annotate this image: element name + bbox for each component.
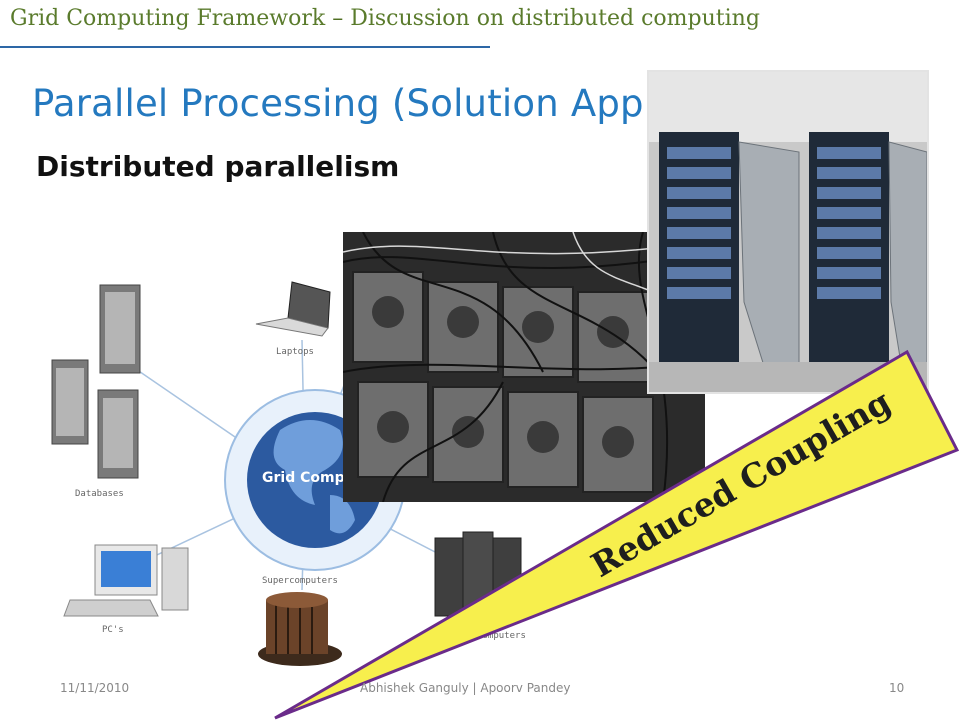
- label-supercomputers-right: Supercomputers: [450, 631, 526, 641]
- label-pcs: PC's: [102, 625, 124, 635]
- supercomputer-cabinets-icon: [434, 531, 522, 617]
- laptop-icon: [255, 281, 331, 337]
- label-supercomputers-bottom: Supercomputers: [262, 576, 338, 586]
- header-framework: Grid Computing Framework: [10, 6, 326, 31]
- slide-subtitle: Distributed parallelism: [36, 150, 400, 183]
- footer-authors: Abhishek Ganguly | Apoorv Pandey: [360, 681, 571, 695]
- supercomputer-cabinets-photo: [649, 72, 927, 392]
- cray-supercomputer-icon: [258, 592, 342, 666]
- header-topic: Discussion on distributed computing: [350, 6, 760, 31]
- header-separator: –: [325, 6, 351, 31]
- footer-page-number: 10: [889, 681, 905, 695]
- footer-date: 11/11/2010: [60, 681, 130, 695]
- header-divider: [0, 46, 490, 48]
- slide-header: Grid Computing Framework – Discussion on…: [10, 6, 760, 31]
- pc-icon: [63, 544, 189, 617]
- label-laptops: Laptops: [276, 347, 314, 357]
- label-databases: Databases: [75, 489, 124, 499]
- database-servers-icon: [51, 284, 141, 479]
